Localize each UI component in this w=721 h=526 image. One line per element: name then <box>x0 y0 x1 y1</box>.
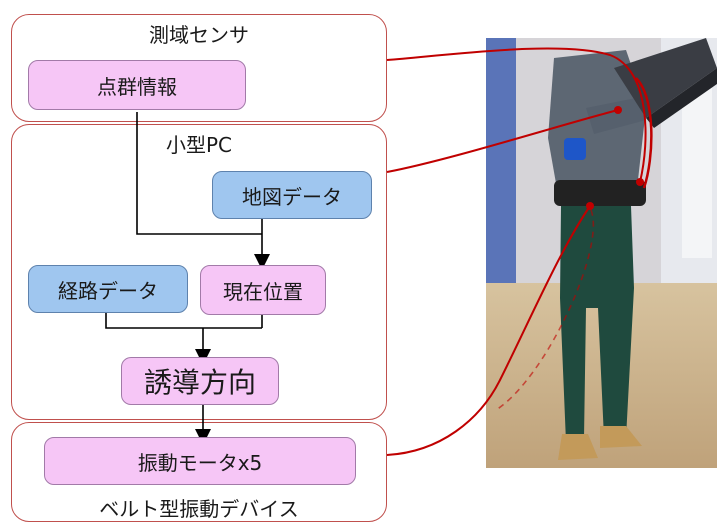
person-photo <box>486 38 717 468</box>
pc-connector <box>386 109 619 173</box>
map-data-node: 地図データ <box>212 171 372 219</box>
current-position-node: 現在位置 <box>200 265 326 315</box>
pc-point <box>614 106 622 114</box>
device-point <box>586 202 594 210</box>
point-cloud-to-merge-line <box>136 112 262 235</box>
whiteboard-inner <box>682 78 712 258</box>
route-data-node: 経路データ <box>28 265 188 313</box>
blue-panel <box>486 38 516 288</box>
blue-sleeve <box>564 138 586 160</box>
device-group-title: ベルト型振動デバイス <box>99 497 299 521</box>
person <box>495 38 717 460</box>
vibration-motor-node: 振動モータx5 <box>44 437 356 485</box>
guidance-direction-node: 誘導方向 <box>121 357 279 405</box>
laptop <box>614 38 717 118</box>
sensor-connector <box>386 47 647 183</box>
sensor-group-title: 測域センサ <box>149 23 249 47</box>
sensor-point <box>636 178 644 186</box>
pc-group-title: 小型PC <box>165 133 233 157</box>
device-connector <box>386 205 591 456</box>
route-data-to-merge-line <box>105 312 262 329</box>
point-cloud-node: 点群情報 <box>28 60 246 110</box>
